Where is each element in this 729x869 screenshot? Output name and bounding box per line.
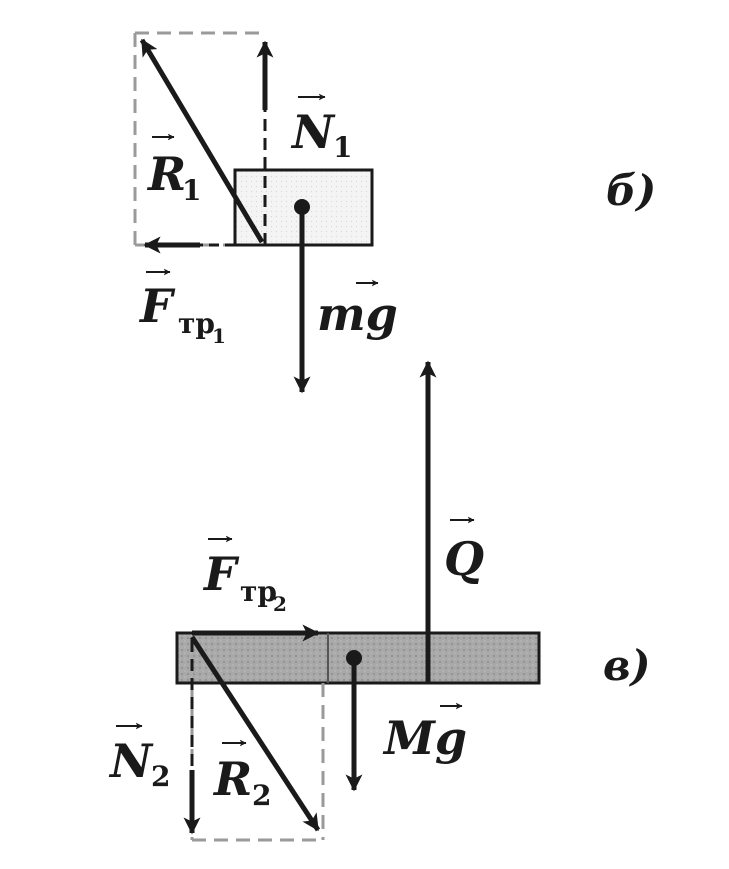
label-r2-letter: R: [212, 752, 252, 806]
panel-label-b: б): [606, 166, 656, 215]
label-n1: N 1: [290, 93, 352, 164]
r2-arrow: [189, 635, 321, 832]
label-n2-sub: 2: [151, 760, 170, 793]
label-n1-letter: N: [290, 105, 336, 159]
label-r2-sub: 2: [252, 779, 271, 812]
label-n1-sub: 1: [333, 131, 352, 164]
label-ftr1: F тр 1: [138, 268, 226, 348]
panel-label-v: в): [603, 641, 650, 690]
label-r1: R 1: [146, 133, 201, 207]
label-ftr1-sub: тр: [178, 307, 215, 340]
diagram-v: Q F тр 2 N 2 R 2 Mg в): [108, 360, 650, 842]
label-ftr2-sub: тр: [240, 575, 277, 608]
label-r1-sub: 1: [182, 174, 201, 207]
label-ftr2-letter: F: [202, 547, 240, 601]
label-ftr2-subsub: 2: [273, 592, 287, 616]
label-ftr1-subsub: 1: [212, 324, 226, 348]
label-mg: mg: [317, 279, 398, 341]
label-n2: N 2: [108, 722, 170, 793]
label-mg-big-text: Mg: [382, 711, 467, 765]
r1-arrow: [139, 38, 265, 244]
label-mg-text: mg: [317, 287, 398, 341]
diagram-b: R 1 N 1 F тр 1 mg б): [133, 31, 656, 394]
label-q-letter: Q: [444, 532, 484, 586]
construction-lines-v: [190, 683, 325, 842]
label-mg-big: Mg: [382, 702, 467, 765]
label-n2-letter: N: [108, 734, 154, 788]
label-ftr1-letter: F: [138, 279, 176, 333]
label-ftr2: F тр 2: [202, 535, 287, 616]
label-r1-letter: R: [146, 147, 186, 201]
label-q: Q: [444, 516, 484, 586]
label-r2: R 2: [212, 739, 271, 812]
